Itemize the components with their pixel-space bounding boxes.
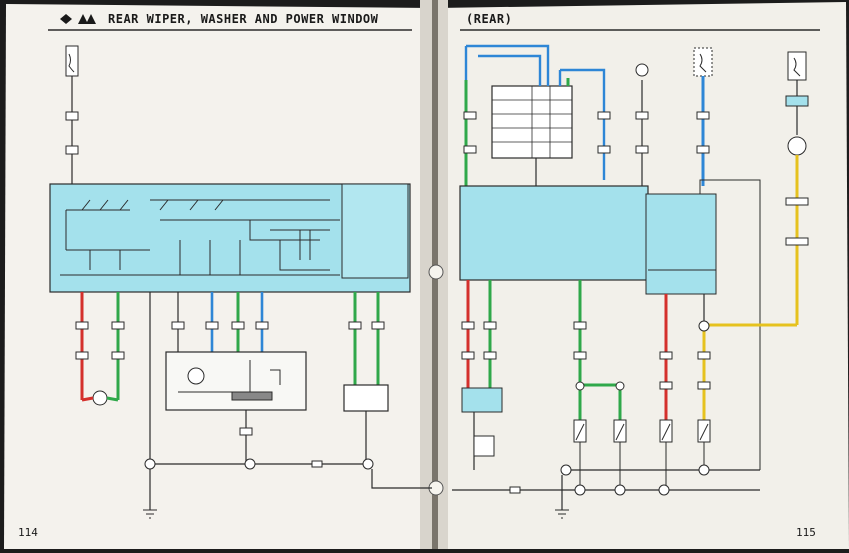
rear-wiper-motor (165, 351, 307, 411)
defogger-indicator (787, 136, 807, 156)
brand-logo (60, 14, 96, 24)
ground-symbol (555, 509, 569, 519)
left-page-number: 114 (18, 526, 38, 539)
binder-hole (428, 264, 444, 280)
rear-window-motor-right (461, 387, 503, 413)
left-page-title: REAR WIPER, WASHER AND POWER WINDOW (108, 12, 379, 26)
rear-window-motor-left (92, 390, 108, 406)
right-page-number: 115 (796, 526, 816, 539)
rear-washer-switch (343, 384, 389, 412)
ground-symbol (143, 509, 157, 519)
wiper-relay-block-right (459, 185, 649, 281)
right-page-title: (REAR) (466, 12, 513, 26)
